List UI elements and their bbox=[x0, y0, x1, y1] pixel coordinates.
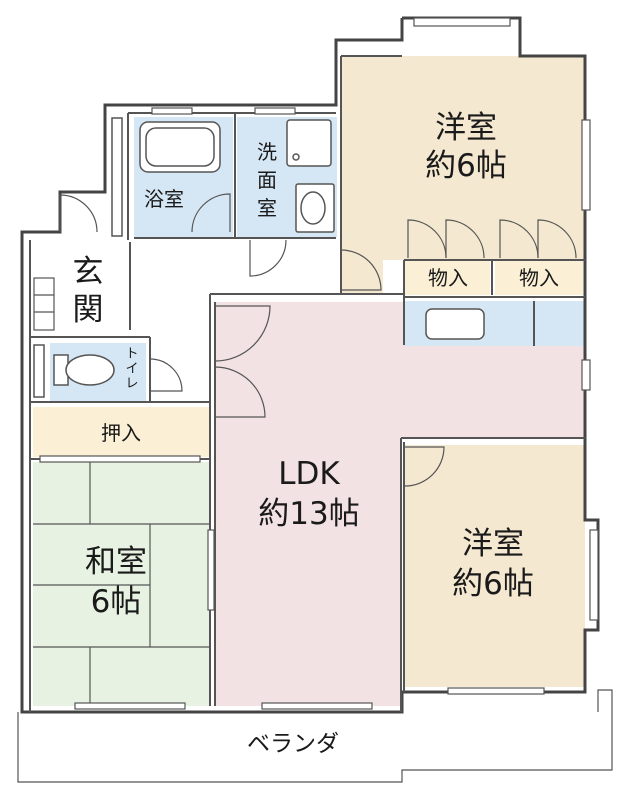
toilet-bowl bbox=[65, 354, 115, 386]
drain bbox=[292, 153, 300, 161]
veranda-label: ベランダ bbox=[247, 731, 339, 757]
room-label-washroom: 洗 面 室 bbox=[257, 140, 277, 220]
tatami-lines bbox=[33, 462, 210, 706]
room-size-western-top: 約6帖 bbox=[425, 148, 507, 184]
room-label-entrance: 玄 関 bbox=[73, 254, 104, 328]
room-western-bottom bbox=[404, 445, 585, 687]
veranda-outline bbox=[17, 689, 613, 783]
room-oshiire bbox=[33, 407, 210, 457]
windows bbox=[39, 17, 599, 710]
room-label-toilet: ト イ レ bbox=[125, 347, 138, 392]
basin-bowl bbox=[300, 191, 326, 225]
svg-text:玄: 玄 bbox=[73, 254, 104, 290]
svg-text:面: 面 bbox=[257, 168, 277, 192]
shoe-cabinet bbox=[33, 277, 55, 331]
room-label-western-bottom: 洋室 bbox=[462, 526, 524, 562]
svg-text:レ: レ bbox=[125, 377, 138, 392]
room-size-western-bottom: 約6帖 bbox=[452, 566, 534, 602]
room-size-ldk: 約13帖 bbox=[258, 496, 359, 532]
bath-side-shelf bbox=[111, 117, 123, 237]
toilet-side-shelf bbox=[33, 344, 45, 398]
room-size-japanese: 6帖 bbox=[91, 584, 142, 620]
room-label-bath: 浴室 bbox=[144, 187, 184, 211]
svg-text:関: 関 bbox=[73, 292, 104, 328]
door-swings bbox=[59, 193, 577, 487]
room-label-oshiire: 押入 bbox=[101, 421, 141, 445]
room-closet-right bbox=[495, 260, 583, 295]
room-closet-left bbox=[404, 260, 490, 295]
room-label-ldk: LDK bbox=[278, 456, 340, 492]
room-label-western-top: 洋室 bbox=[435, 110, 497, 146]
svg-text:室: 室 bbox=[257, 196, 277, 220]
svg-text:洗: 洗 bbox=[257, 140, 277, 164]
room-label-japanese: 和室 bbox=[85, 544, 147, 580]
room-label-closet-right: 物入 bbox=[519, 266, 559, 290]
room-label-closet-left: 物入 bbox=[428, 266, 468, 290]
room-western-top bbox=[341, 56, 585, 260]
room-western-top-hall bbox=[341, 258, 383, 294]
bathtub-inner bbox=[145, 127, 215, 167]
room-japanese bbox=[33, 462, 210, 706]
kitchen-sink bbox=[425, 308, 485, 340]
svg-text:イ: イ bbox=[125, 362, 138, 377]
svg-text:ト: ト bbox=[125, 347, 138, 362]
interior-walls bbox=[29, 55, 585, 712]
